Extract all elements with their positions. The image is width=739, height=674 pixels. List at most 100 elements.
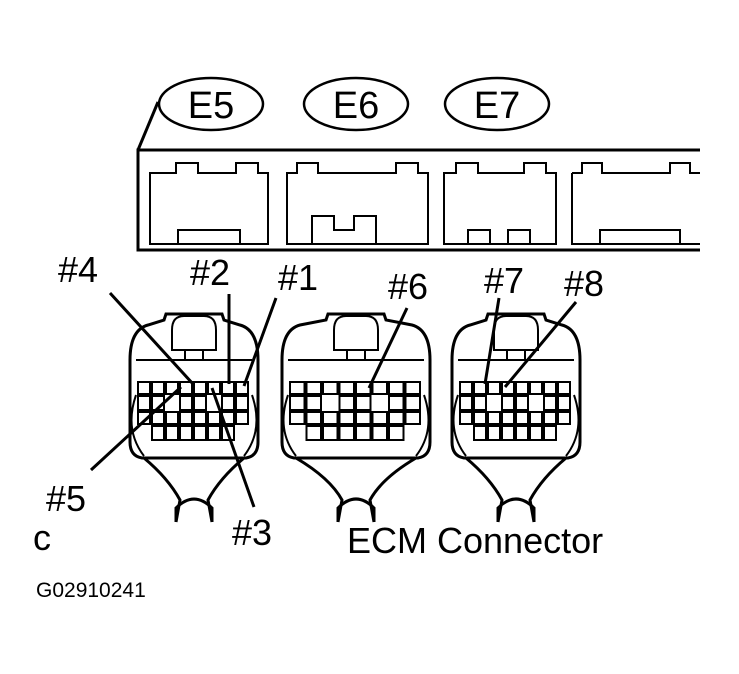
corner-letter: c [33,517,51,558]
terminal-cavity [388,425,405,441]
plug-latch-tab [346,349,366,361]
terminal-cavity [473,425,487,441]
terminal-cavity [355,395,372,411]
ecu-housing [136,101,700,252]
terminal-cavity [459,395,473,411]
leader-line-8 [503,301,578,388]
leader-line-7 [483,297,501,385]
terminal-cavity [193,381,207,395]
terminal-cavity [501,425,515,441]
terminal-cavity [289,381,306,395]
terminal-cavity [371,425,388,441]
terminal-cavity [151,381,165,395]
plug-side-arc [452,394,467,457]
terminal-cavity [235,395,249,411]
terminal-cavity [137,411,151,425]
terminal-cavity [487,381,501,395]
terminal-cavity [289,411,306,425]
pin-label-4: #4 [58,249,98,290]
terminal-cavity [355,381,372,395]
plug-latch [493,315,539,351]
terminal-cavity [221,395,235,411]
terminal-cavity [322,411,339,425]
terminal-cavity [473,411,487,425]
terminal-cavity [179,411,193,425]
terminal-cavity [137,381,151,395]
terminal-cavity [487,425,501,441]
figure-code: G02910241 [36,579,146,602]
leader-line-5 [89,385,183,472]
terminal-cavity [289,395,306,411]
terminal-cavity [388,395,405,411]
terminal-cavity [193,411,207,425]
pin-label-5: #5 [46,478,86,519]
plug-latch-tab [506,349,526,361]
plug-cable [295,456,417,523]
leader-line-6 [367,307,409,389]
ecu-socket-e6 [286,162,429,245]
terminal-cavity [557,411,571,425]
socket-label-text: E6 [333,85,379,127]
terminal-cavity [529,381,543,395]
terminal-cavity [529,425,543,441]
terminal-cavity [515,381,529,395]
plug-side-arc [565,394,580,457]
terminal-cavity [371,381,388,395]
plug-latch [333,315,379,351]
terminal-cavity [459,381,473,395]
terminal-cavity [557,381,571,395]
terminal-cavity [543,411,557,425]
terminal-cavity [404,381,421,395]
socket-label-e5: E5 [157,76,265,132]
terminal-cavity [515,425,529,441]
terminal-cavity [193,395,207,411]
terminal-cavity [207,411,221,425]
leader-line-4 [108,291,195,386]
terminal-cavity [305,395,322,411]
terminal-cavity [487,411,501,425]
plug-cable [465,456,567,523]
leader-lines [89,291,578,508]
plug-body [280,312,432,460]
plug-body [450,312,582,460]
plug-latch [171,315,217,351]
socket-label-text: E7 [474,85,520,127]
terminal-cavity [179,395,193,411]
plug-cable-tip [174,497,214,522]
plug-cable-tip [336,497,376,522]
pin-label-7: #7 [484,260,524,301]
terminal-cavity [235,381,249,395]
terminal-cavity [473,395,487,411]
terminal-cavity [473,381,487,395]
terminal-cavity [207,425,221,441]
terminal-cavity [305,425,322,441]
terminal-cavity [371,411,388,425]
ecu-socket-4 [571,162,700,245]
terminal-cavity [543,395,557,411]
plug-cable [143,456,245,523]
terminal-cavity [193,425,207,441]
terminal-cavity [388,381,405,395]
terminal-cavity [235,411,249,425]
ecu-socket-e5 [149,162,269,245]
pin-labels: #4 #2 #1 #6 #7 #8 #5 #3 [46,249,604,553]
harness-plug-3 [450,312,582,523]
harness-plug-1 [128,312,260,523]
terminal-cavity [165,425,179,441]
terminal-cavity [151,425,165,441]
plug-cable-tip [496,497,536,522]
terminal-cavity [151,411,165,425]
leader-line-1 [242,297,278,387]
plug-side-arc [130,394,145,457]
terminal-cavity [459,411,473,425]
terminal-cavity [501,395,515,411]
terminal-cavity [179,425,193,441]
terminal-cavity [305,381,322,395]
terminal-cavity [557,395,571,411]
terminal-cavity [322,381,339,395]
diagram-caption: ECM Connector [347,520,603,561]
terminal-cavity [305,411,322,425]
terminal-cavity [221,425,235,441]
terminal-cavity [543,381,557,395]
